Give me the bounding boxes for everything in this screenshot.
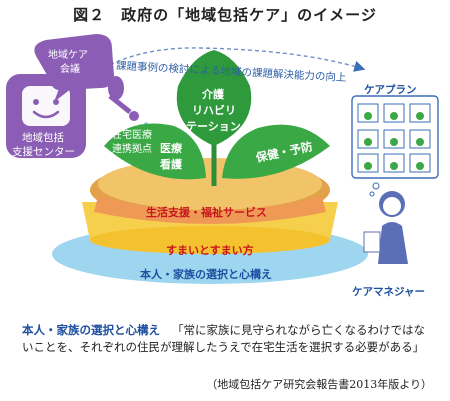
care-manager-label: ケアマネジャー [352,286,425,298]
care-manager-icon [363,191,408,264]
pot-label: すまいとすまい方 [166,244,254,257]
conference-label-2: 会議 [60,64,80,75]
leaf-center [176,50,252,146]
care-plan-board [351,95,439,179]
support-center-label-1: 地域包括 [22,132,64,144]
dish-label: 本人・家族の選択と心構え [140,268,272,281]
figure-title: 図２ 政府の「地域包括ケア」のイメージ [73,6,377,24]
caption-head: 本人・家族の選択と心構え [22,323,160,337]
leaf-center-label-1: 介護 [202,88,224,101]
thought-dot [372,182,380,190]
caption: 「常に家族に見守られながら亡くなるわけではないことを、それぞれの住民が理解したう… [22,322,432,356]
care-plan-title: ケアプラン [364,84,417,96]
leaf-right [222,124,330,179]
leaf-left-label-3: 医療 [160,142,182,155]
leaf-left-label-4: 看護 [160,158,182,171]
soil-label: 生活支援・福祉サービス [146,206,267,219]
caption-body-text: 「常に家族に見守られながら亡くなるわけではないことを、それぞれの住民が理解したう… [22,323,425,354]
leaf-center-label-3: テーション [186,120,241,133]
conference-label-1: 地域ケア [48,50,88,61]
diagram-canvas [6,34,439,284]
source-note: （地域包括ケア研究会報告書2013年版より） [206,378,432,391]
leaf-left-label-1: 在宅医療 [112,130,152,141]
conference-bubble-icon [34,34,115,102]
leaf-left-label-2: 連携拠点 [112,144,152,155]
support-center-icon [6,74,86,158]
thought-dot [369,191,375,197]
leaf-center-label-2: リハビリ [192,104,236,117]
support-center-label-2: 支援センター [12,146,75,158]
leaf-left [104,123,206,180]
